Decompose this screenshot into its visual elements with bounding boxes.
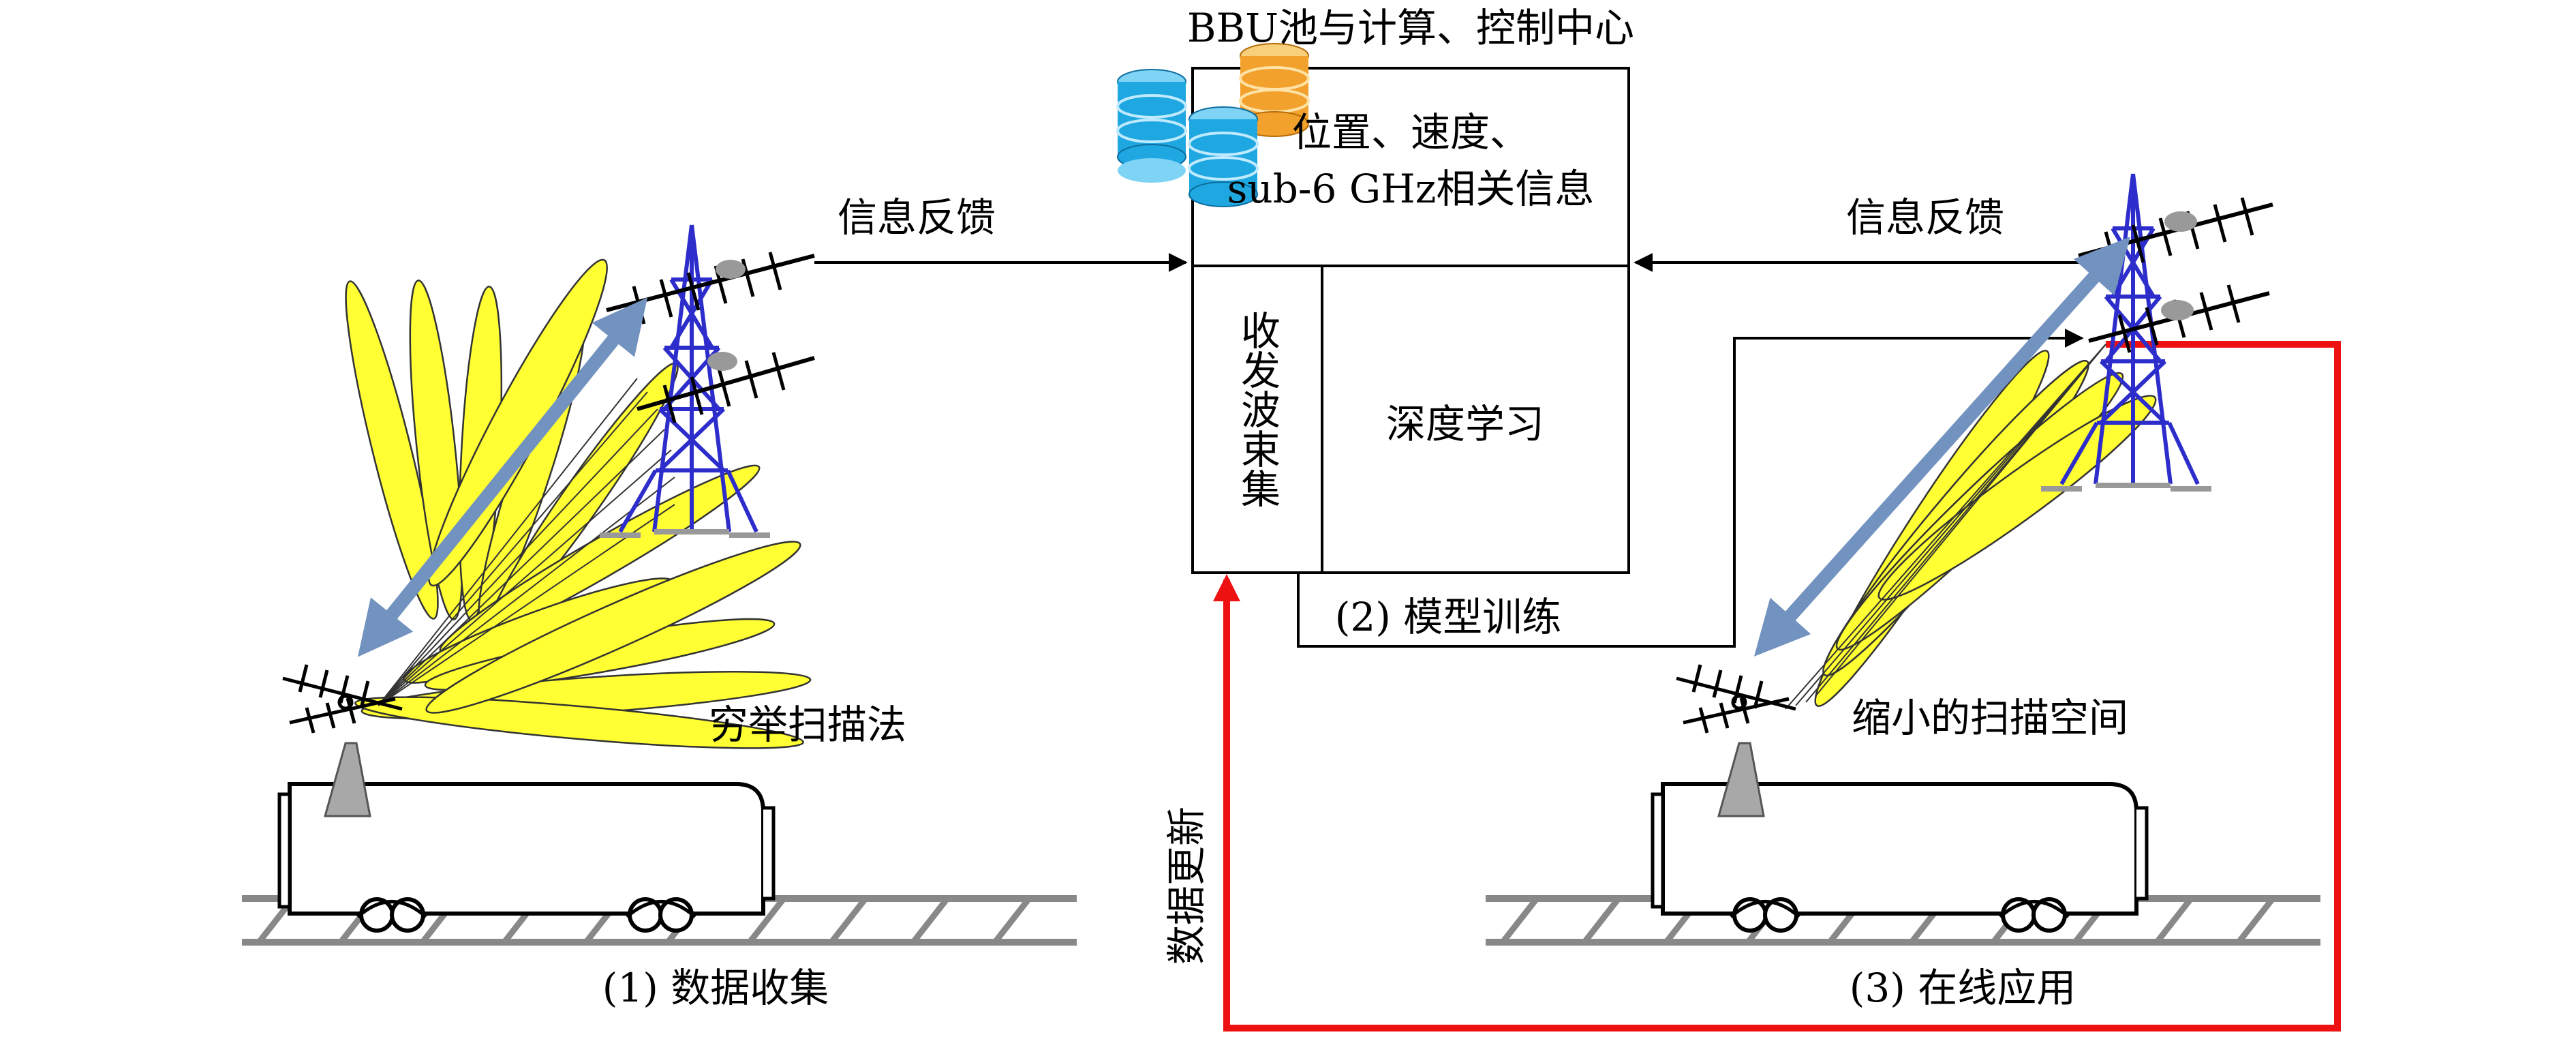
beam-link-arrow-right <box>1753 237 2131 657</box>
data-update-line <box>1213 341 2341 1032</box>
tower-antenna-right <box>2078 197 2273 353</box>
deep-learning-label: 深度学习 <box>1385 401 1545 447</box>
database-icon <box>1116 43 1310 207</box>
data-update-label: 数据更新 <box>1163 806 1210 965</box>
train-left <box>277 742 776 933</box>
feedback-label-left: 信息反馈 <box>837 194 996 241</box>
train-right <box>1651 742 2149 933</box>
beam-lines-right <box>1785 344 2106 710</box>
beam-collection-label: 收发波束集 <box>1234 310 1281 508</box>
info-line-1: 位置、速度、 <box>1291 109 1530 155</box>
tower-antenna-left <box>606 252 815 423</box>
exhaustive-scan-label: 穷举扫描法 <box>708 702 907 748</box>
control-center-title: BBU池与计算、控制中心 <box>1186 5 1635 51</box>
step1-caption: (1) 数据收集 <box>602 965 829 1011</box>
control-center-box <box>1191 67 1630 574</box>
train-antenna-left <box>282 664 403 734</box>
train-antenna-right <box>1676 664 1796 734</box>
step2-caption: (2) 模型训练 <box>1334 594 1562 640</box>
info-line-2: sub-6 GHz相关信息 <box>1227 166 1595 212</box>
reduced-scan-label: 缩小的扫描空间 <box>1851 695 2129 741</box>
step3-caption: (3) 在线应用 <box>1849 965 2076 1011</box>
feedback-label-right: 信息反馈 <box>1845 194 2005 241</box>
beam-link-arrow-left <box>357 297 648 657</box>
